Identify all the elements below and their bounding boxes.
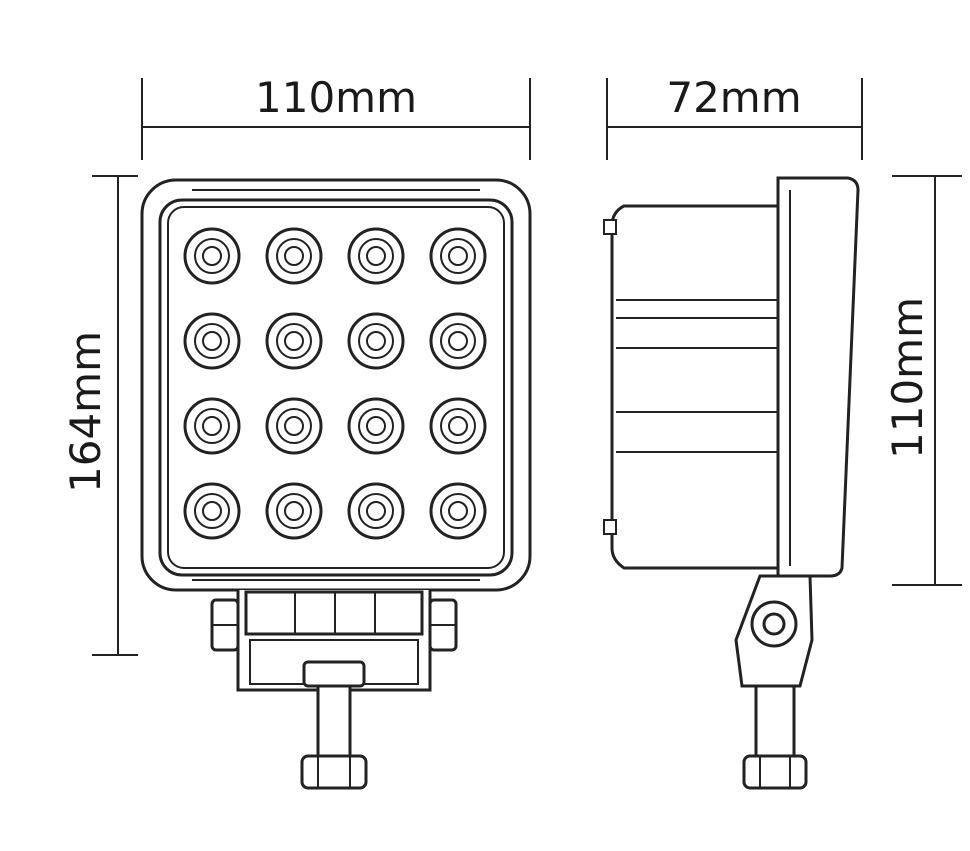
led: [429, 312, 487, 370]
front-height-label: 164mm: [61, 331, 110, 493]
led: [183, 482, 241, 540]
led: [429, 482, 487, 540]
side-depth-dimension: 72mm: [606, 73, 863, 160]
side-depth-label: 72mm: [666, 73, 801, 122]
led: [347, 312, 405, 370]
led: [183, 397, 241, 455]
led: [347, 227, 405, 285]
front-width-label: 110mm: [255, 73, 417, 122]
side-rear-body: [610, 204, 780, 570]
front-mounting-bracket: [210, 590, 458, 790]
led: [347, 482, 405, 540]
front-height-dimension: 164mm: [61, 175, 138, 656]
led: [347, 397, 405, 455]
side-front-bezel: [776, 176, 860, 578]
front-width-dimension: 110mm: [141, 73, 531, 160]
side-view: [603, 176, 860, 790]
front-lens: [158, 198, 514, 577]
front-view: [140, 178, 532, 790]
led: [265, 227, 323, 285]
side-height-label: 110mm: [883, 297, 932, 459]
side-height-dimension: 110mm: [883, 175, 962, 586]
led: [183, 312, 241, 370]
led: [265, 482, 323, 540]
led: [265, 397, 323, 455]
led-grid: [183, 227, 487, 540]
front-mount-nut: [300, 754, 368, 790]
led: [265, 312, 323, 370]
led: [183, 227, 241, 285]
led: [429, 227, 487, 285]
led: [429, 397, 487, 455]
side-mount-nut: [742, 754, 808, 790]
